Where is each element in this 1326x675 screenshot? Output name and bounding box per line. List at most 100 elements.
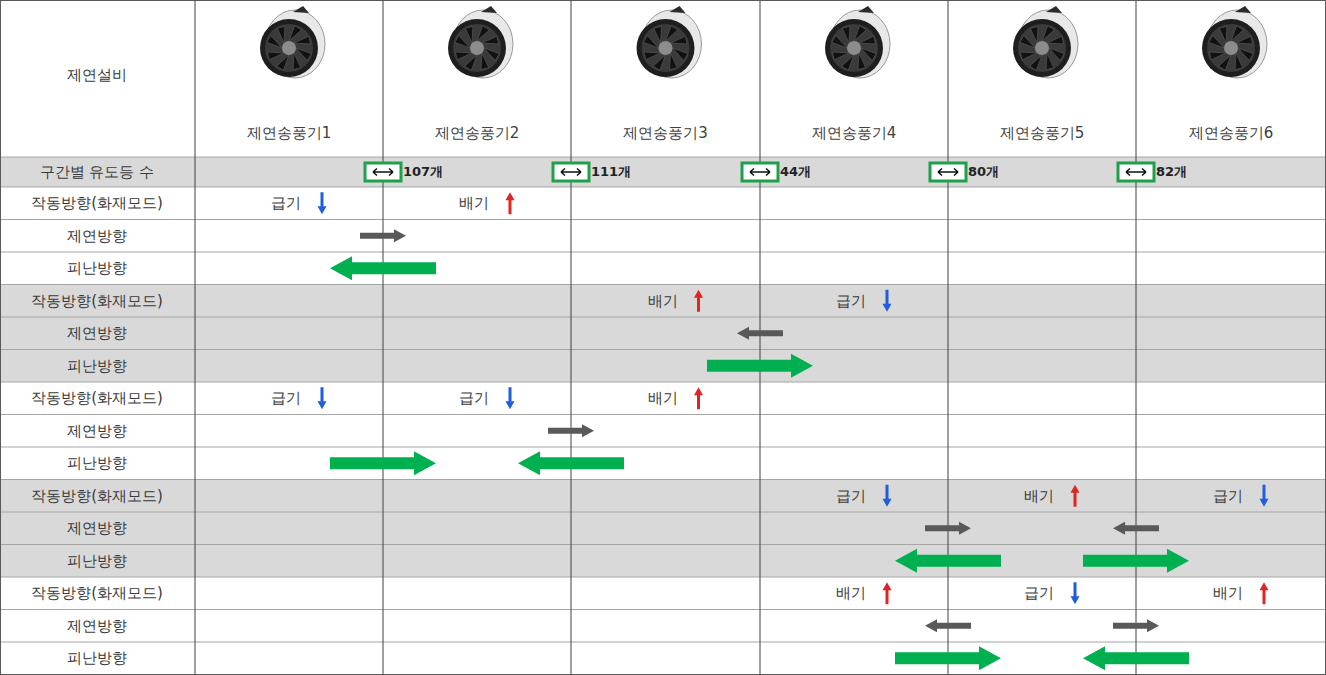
bracket-box <box>742 163 778 181</box>
fan-inner <box>1018 24 1066 72</box>
fan-blade <box>465 26 473 43</box>
fan-blade <box>859 36 876 44</box>
evacuation-arrow <box>330 451 436 475</box>
fan-blade <box>1231 26 1243 41</box>
fan-blade <box>1236 36 1253 44</box>
direction-arrows <box>318 192 1269 670</box>
row-line <box>0 479 1326 480</box>
supply-arrow <box>883 290 892 312</box>
fan-blade <box>1020 52 1037 60</box>
column-header: 제연송풍기4 <box>812 124 897 142</box>
smoke-arrow <box>360 229 406 242</box>
fan-blade <box>455 52 472 60</box>
row-shade <box>0 480 1326 578</box>
row-line <box>0 284 1326 285</box>
fan-blade <box>666 26 678 41</box>
column-header: 제연송풍기3 <box>623 124 708 142</box>
smoke-arrow <box>737 327 783 340</box>
exhaust-arrow <box>1260 582 1269 604</box>
evacuation-arrow <box>518 451 624 475</box>
smoke-arrow <box>1113 619 1159 632</box>
count-label: 44개 <box>780 164 811 180</box>
fan-hub <box>282 41 296 55</box>
fan-blade <box>482 36 499 44</box>
bracket-box <box>930 163 966 181</box>
fan-blade <box>1030 55 1042 70</box>
fan-fin <box>1046 6 1062 13</box>
fan-inner <box>830 24 878 72</box>
fan-blade <box>267 36 282 48</box>
fan-blade <box>861 48 876 60</box>
mode-label: 배기 <box>1024 487 1054 505</box>
column-line <box>195 0 196 675</box>
row-line <box>0 577 1326 578</box>
count-brackets <box>365 163 1154 181</box>
evacuation-arrow <box>1083 646 1189 670</box>
row-shading <box>0 157 1326 577</box>
column-line <box>571 0 572 675</box>
fan-face <box>637 19 695 77</box>
mode-label: 배기 <box>459 194 489 212</box>
fan-blade <box>654 26 662 43</box>
row-header: 작동방향(화재모드) <box>31 487 163 505</box>
exhaust-arrow <box>506 192 515 214</box>
row-header: 피난방향 <box>67 454 127 472</box>
count-label: 107개 <box>403 164 443 180</box>
fan-hub <box>1224 41 1238 55</box>
evacuation-arrow <box>895 646 1001 670</box>
row-header: 작동방향(화재모드) <box>31 389 163 407</box>
fan-blade <box>1020 36 1035 48</box>
fan-blade <box>842 55 854 70</box>
fan-blade <box>1042 26 1054 41</box>
evacuation-arrow <box>1083 549 1189 573</box>
double-arrow-symbol <box>1126 169 1146 176</box>
column-header: 제연송풍기6 <box>1189 124 1274 142</box>
double-arrow-symbol <box>561 169 581 176</box>
row-line <box>0 187 1326 188</box>
smoke-arrow <box>1113 522 1159 535</box>
mode-label: 급기 <box>1024 584 1054 602</box>
fan-icon <box>1013 6 1078 78</box>
fan-blade <box>1219 55 1231 70</box>
fan-blade <box>277 55 289 70</box>
fan-inner <box>642 24 690 72</box>
fan-face <box>1202 19 1260 77</box>
fan-blade <box>289 26 301 41</box>
fan-blade <box>842 26 850 43</box>
fan-blade <box>267 52 284 60</box>
fan-fin <box>1235 6 1251 13</box>
column-lines <box>195 0 1136 675</box>
fan-blade <box>643 36 658 48</box>
smoke-arrow <box>548 424 594 437</box>
mode-label: 급기 <box>836 292 866 310</box>
smoke-arrow <box>925 619 971 632</box>
column-line <box>948 0 949 675</box>
row-header: 작동방향(화재모드) <box>31 194 163 212</box>
exhaust-arrow <box>883 582 892 604</box>
row-lines <box>0 157 1326 642</box>
row-header: 제연설비 <box>67 66 127 84</box>
mode-label: 배기 <box>1213 584 1243 602</box>
fan-fin <box>858 6 874 13</box>
mode-label: 급기 <box>459 389 489 407</box>
fan-inner <box>453 24 501 72</box>
supply-arrow <box>883 485 892 507</box>
row-line <box>0 414 1326 415</box>
mode-label: 배기 <box>648 389 678 407</box>
supply-arrow <box>318 387 327 409</box>
column-line <box>1136 0 1137 675</box>
fan-blade <box>1219 26 1227 43</box>
exhaust-arrow <box>1071 485 1080 507</box>
row-line <box>0 512 1326 513</box>
row-header: 제연방향 <box>67 617 127 635</box>
fan-illustrations <box>260 6 1267 78</box>
fan-blade <box>832 36 847 48</box>
fan-hub <box>659 41 673 55</box>
row-header: 피난방향 <box>67 259 127 277</box>
smoke-arrow <box>925 522 971 535</box>
row-header: 피난방향 <box>67 357 127 375</box>
count-label: 80개 <box>968 164 999 180</box>
fan-blade <box>644 52 661 60</box>
